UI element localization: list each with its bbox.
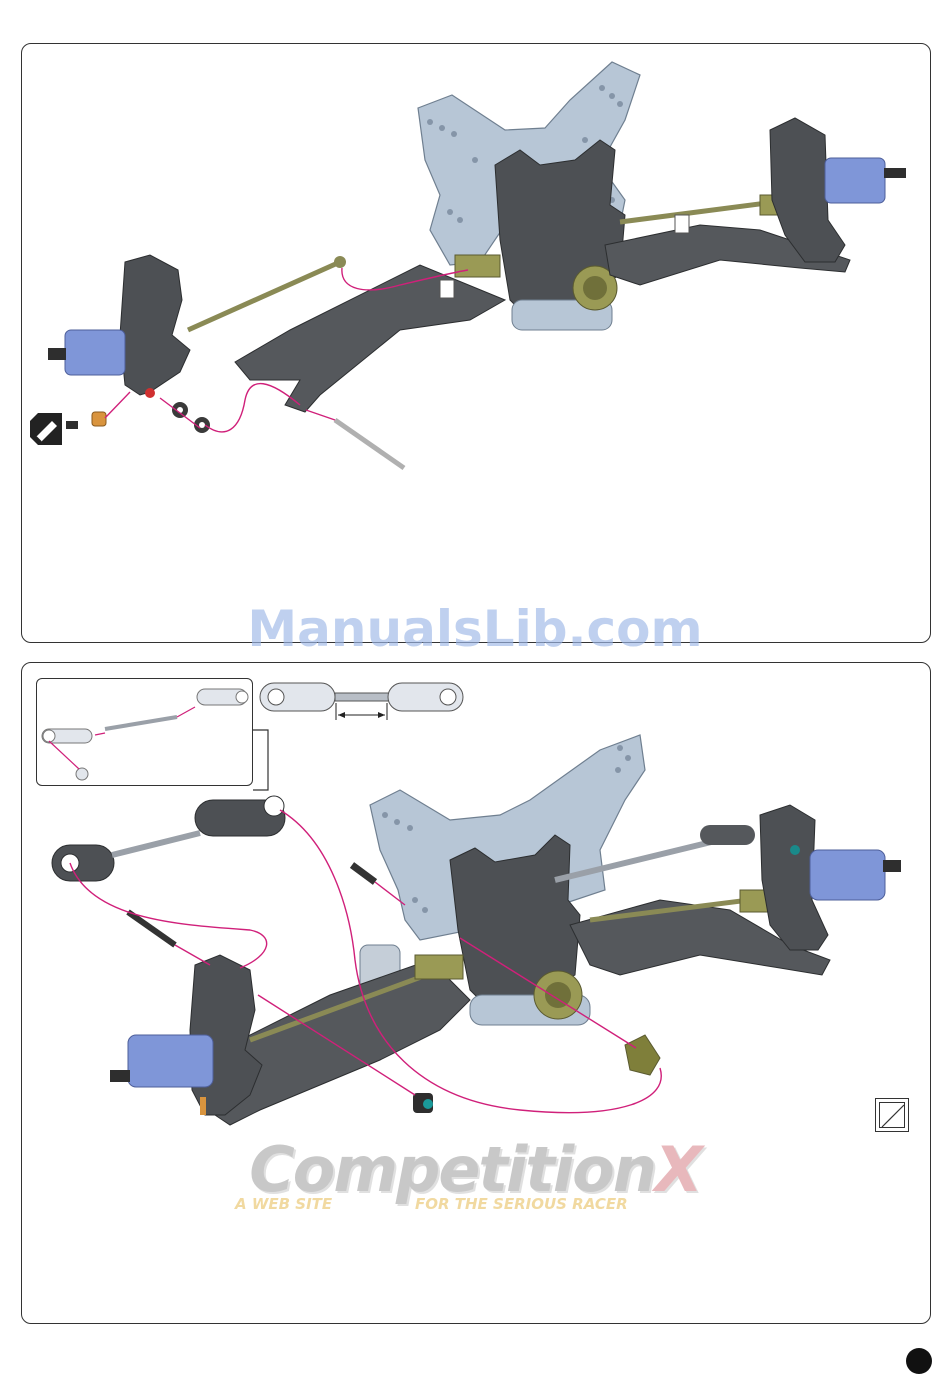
camber-link-loose — [52, 796, 285, 881]
competitionx-watermark: CompetitionX A WEB SITE FOR THE SERIOUS … — [225, 1133, 725, 1218]
competitionx-tagline-right: FOR THE SERIOUS RACER — [415, 1195, 628, 1213]
competitionx-x: X — [655, 1133, 701, 1206]
competitionx-tagline-left: A WEB SITE — [235, 1195, 332, 1213]
square-diagonal-icon — [875, 1098, 909, 1132]
hub-carrier-left-bottom — [110, 955, 262, 1115]
page-number-dot — [906, 1348, 932, 1374]
hub-carrier-right-bottom — [760, 805, 901, 950]
